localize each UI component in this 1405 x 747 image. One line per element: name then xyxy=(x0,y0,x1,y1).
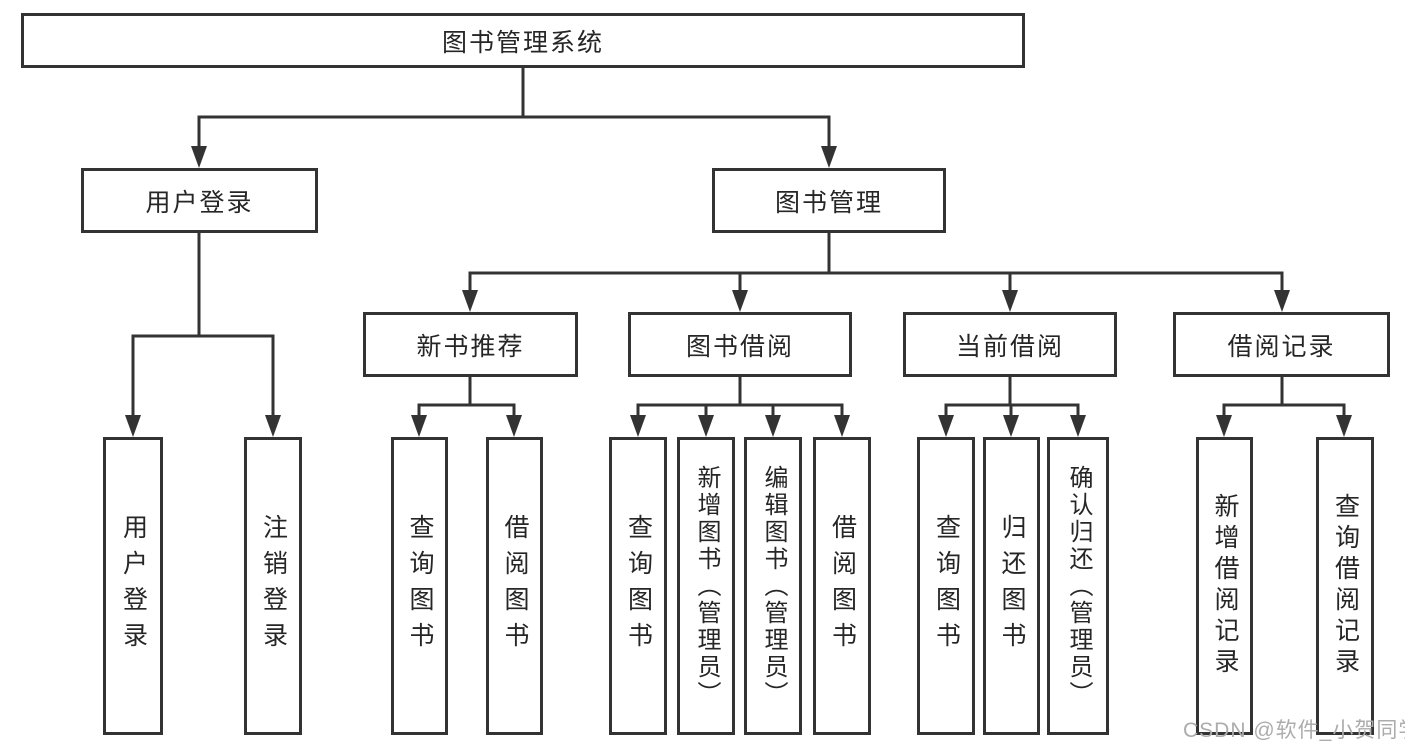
leaf-br-query-record: 查询借阅记录 xyxy=(1316,437,1374,735)
node-root-system: 图书管理系统 xyxy=(21,13,1025,68)
node-current-borrow: 当前借阅 xyxy=(903,312,1117,377)
node-new-book-recommend: 新书推荐 xyxy=(363,312,578,377)
leaf-bb-add-books-admin: 新增图书（管理员） xyxy=(677,437,735,735)
leaf-nb-query-books: 查询图书 xyxy=(391,437,448,735)
leaf-bb-query-books: 查询图书 xyxy=(609,437,667,735)
csdn-watermark: CSDN @软件_小贺同学 xyxy=(1183,719,1405,742)
leaf-cb-confirm-return-admin: 确认归还（管理员） xyxy=(1047,437,1109,735)
leaf-user-login: 用户登录 xyxy=(103,437,163,735)
node-user-login: 用户登录 xyxy=(81,168,318,233)
leaf-bb-edit-books-admin: 编辑图书（管理员） xyxy=(744,437,802,735)
node-book-borrow: 图书借阅 xyxy=(628,312,852,377)
node-book-management: 图书管理 xyxy=(712,168,946,233)
node-borrow-records: 借阅记录 xyxy=(1173,312,1390,377)
leaf-nb-borrow-books: 借阅图书 xyxy=(486,437,543,735)
leaf-logout: 注销登录 xyxy=(244,437,302,735)
leaf-br-add-record: 新增借阅记录 xyxy=(1196,437,1253,735)
leaf-bb-borrow-books: 借阅图书 xyxy=(813,437,871,735)
leaf-cb-query-books: 查询图书 xyxy=(917,437,975,735)
leaf-cb-return-books: 归还图书 xyxy=(983,437,1040,735)
